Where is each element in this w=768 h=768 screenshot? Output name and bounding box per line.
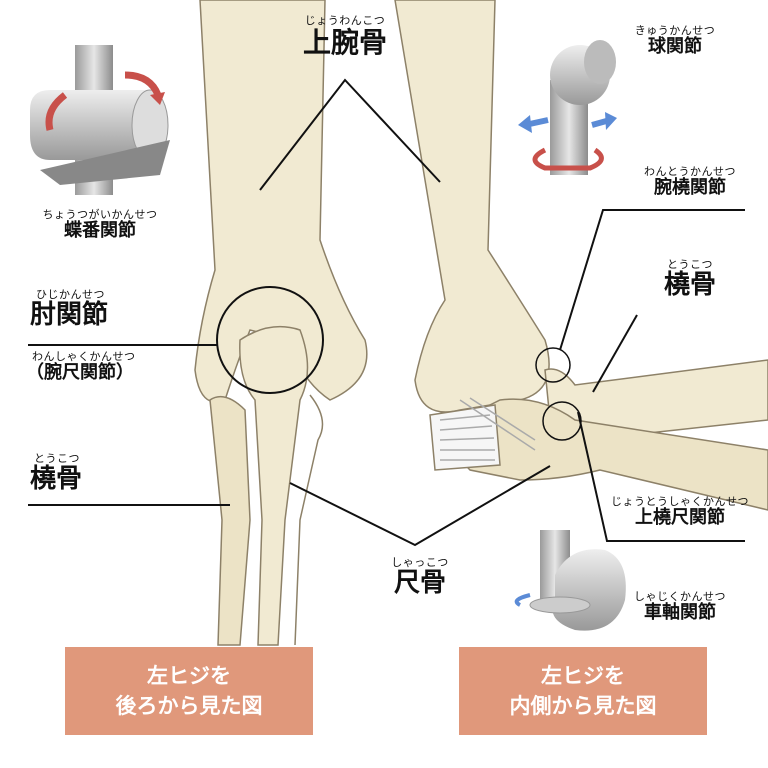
rotation-arrow-icon <box>532 147 604 171</box>
rotation-arrow-icon <box>124 71 162 97</box>
label-ball-joint: きゅうかんせつ 球関節 <box>625 24 725 58</box>
bone-contour <box>294 394 324 646</box>
ruby: しゃじくかんせつ <box>634 590 726 603</box>
label-ulna: しゃっこつ 尺骨 <box>375 556 465 599</box>
inner-view-bones <box>394 0 768 511</box>
ruby: とうこつ <box>34 452 80 465</box>
ruby: わんしゃくかんせつ <box>32 350 136 363</box>
label-text: 蝶番関節 <box>64 220 136 241</box>
label-text: 腕橈関節 <box>654 177 726 198</box>
back-view-bones <box>194 0 368 646</box>
ligament-fibers <box>439 397 536 461</box>
pivot-joint-icon <box>514 530 626 631</box>
label-text: 車軸関節 <box>644 602 716 623</box>
label-elbow-joint: ひじかんせつ 肘関節 <box>30 288 108 331</box>
rotation-arrow-icon <box>514 593 531 607</box>
caption-inner-view: 左ヒジを 内側から見た図 <box>459 647 707 735</box>
hinge-joint-icon <box>30 45 170 195</box>
label-text: 肘関節 <box>30 300 109 330</box>
caption-back-view: 左ヒジを 後ろから見た図 <box>65 647 313 735</box>
label-text: 橈骨 <box>663 270 716 300</box>
ruby: しゃっこつ <box>391 556 449 569</box>
humerus-inner <box>394 0 550 413</box>
elbow-joint-circle <box>216 286 324 394</box>
humeroradial-leader <box>559 209 745 351</box>
label-text: 球関節 <box>648 36 702 57</box>
caption-line2: 後ろから見た図 <box>115 694 263 718</box>
label-radius-back: とうこつ 橈骨 <box>30 452 82 495</box>
label-text: 橈骨 <box>30 464 83 494</box>
label-hinge-joint: ちょうつがいかんせつ 蝶番関節 <box>40 208 160 242</box>
ruby: とうこつ <box>667 258 713 271</box>
rotation-arrow-icon <box>45 92 68 131</box>
caption-line1: 左ヒジを <box>541 664 625 688</box>
radius-inner-leader <box>592 314 638 393</box>
ruby: じょうわんこつ <box>304 14 386 27</box>
label-radius-inner: とうこつ 橈骨 <box>650 258 730 301</box>
label-pivot-joint: しゃじくかんせつ 車軸関節 <box>625 590 735 624</box>
leader-lines <box>28 78 745 547</box>
ulna-leader <box>289 465 551 547</box>
radioulnar-leader <box>577 411 745 542</box>
label-text: 上腕骨 <box>302 26 387 59</box>
caption-line1: 左ヒジを <box>147 664 231 688</box>
caption-line2: 内側から見た図 <box>509 694 657 718</box>
humeroradial-circle <box>535 347 571 383</box>
ruby: ちょうつがいかんせつ <box>42 208 158 221</box>
humerus-leader <box>259 78 441 191</box>
ruby: わんとうかんせつ <box>644 165 736 178</box>
label-humeroulnar-joint: わんしゃくかんせつ （腕尺関節） <box>26 350 136 384</box>
ruby: ひじかんせつ <box>36 288 105 301</box>
radius-back <box>209 395 251 646</box>
label-humeroradial-joint: わんとうかんせつ 腕橈関節 <box>635 165 745 199</box>
ruby: きゅうかんせつ <box>634 24 716 37</box>
label-text: （腕尺関節） <box>26 362 134 383</box>
ball-joint-icon <box>518 40 617 175</box>
label-radioulnar-joint: じょうとうしゃくかんせつ 上橈尺関節 <box>605 495 755 529</box>
label-text: 上橈尺関節 <box>635 507 725 528</box>
ruby: じょうとうしゃくかんせつ <box>611 495 749 508</box>
label-text: 尺骨 <box>393 568 446 598</box>
ulna-back <box>239 325 309 646</box>
label-humerus: じょうわんこつ 上腕骨 <box>280 14 410 59</box>
